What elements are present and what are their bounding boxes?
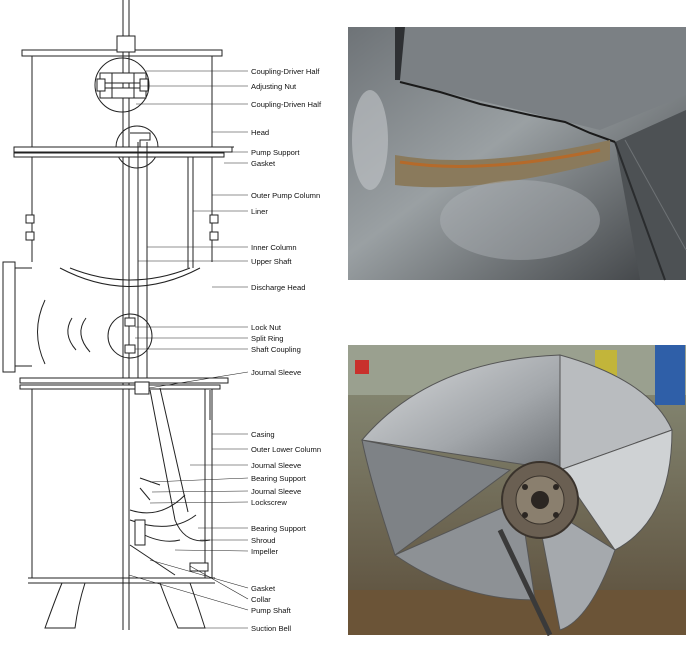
pump-support-flange	[13, 146, 233, 153]
label-casing: Casing	[251, 430, 275, 439]
label-journal-sleeve-upper: Journal Sleeve	[251, 368, 301, 377]
label-shroud: Shroud	[251, 536, 276, 545]
label-coupling-driver-half: Coupling-Driver Half	[251, 67, 320, 76]
pump-drawing	[2, 0, 234, 630]
label-inner-column: Inner Column	[251, 243, 297, 252]
label-lockscrew: Lockscrew	[251, 498, 287, 507]
label-pump-shaft: Pump Shaft	[251, 606, 292, 615]
lock-nut-detail-circle	[107, 313, 153, 359]
label-gasket-lower: Gasket	[251, 584, 276, 593]
label-outer-lower-column: Outer Lower Column	[251, 445, 321, 454]
label-adjusting-nut: Adjusting Nut	[251, 82, 297, 91]
label-upper-shaft: Upper Shaft	[251, 257, 292, 266]
label-gasket: Gasket	[251, 159, 276, 168]
suction-bell	[44, 582, 86, 629]
label-suction-bell: Suction Bell	[251, 624, 291, 633]
label-head: Head	[251, 128, 269, 137]
label-liner: Liner	[251, 207, 268, 216]
label-collar: Collar	[251, 595, 271, 604]
label-discharge-head: Discharge Head	[251, 283, 305, 292]
callout-labels: Coupling-Driver Half Adjusting Nut Coupl…	[251, 67, 322, 633]
label-shaft-coupling: Shaft Coupling	[251, 345, 301, 354]
cracked-casing-photo	[348, 27, 687, 281]
impeller-photo	[348, 345, 686, 637]
label-bearing-support-lower: Bearing Support	[251, 524, 307, 533]
leader-lines	[128, 70, 249, 629]
crack-line	[399, 81, 616, 143]
label-split-ring: Split Ring	[251, 334, 284, 343]
label-coupling-driven-half: Coupling-Driven Half	[251, 100, 322, 109]
label-lock-nut: Lock Nut	[251, 323, 282, 332]
label-journal-sleeve-mid: Journal Sleeve	[251, 461, 301, 470]
label-impeller: Impeller	[251, 547, 278, 556]
label-pump-support: Pump Support	[251, 148, 300, 157]
coupling-detail-circle	[94, 57, 150, 113]
label-bearing-support-upper: Bearing Support	[251, 474, 307, 483]
discharge-nozzle	[2, 261, 16, 373]
label-outer-pump-column: Outer Pump Column	[251, 191, 320, 200]
label-journal-sleeve-lower: Journal Sleeve	[251, 487, 301, 496]
